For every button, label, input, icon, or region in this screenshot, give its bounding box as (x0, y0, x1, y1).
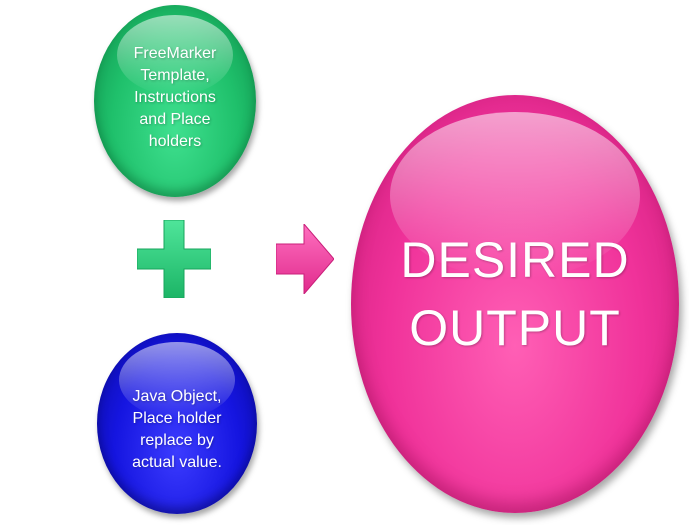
template-line: Instructions (134, 89, 216, 106)
java-object-line: Java Object, (132, 387, 222, 405)
template-line: holders (148, 133, 202, 150)
template-line: FreeMarker (133, 45, 217, 62)
output-circle: DESIRED OUTPUT (351, 95, 679, 513)
template-line: Template, (140, 67, 210, 84)
template-line: and Place (139, 111, 211, 128)
template-circle: FreeMarker Template, Instructions and Pl… (94, 5, 256, 197)
template-label: FreeMarker Template, Instructions and Pl… (134, 43, 217, 153)
java-object-label: Java Object, Place holder replace by act… (132, 386, 222, 474)
output-line: DESIRED (400, 232, 630, 288)
plus-icon (137, 220, 211, 298)
output-label: DESIRED OUTPUT (400, 226, 629, 362)
arrow-right-icon (276, 224, 334, 294)
java-object-line: Place holder (132, 409, 222, 427)
java-object-circle: Java Object, Place holder replace by act… (97, 333, 257, 514)
java-object-line: actual value. (132, 453, 222, 471)
java-object-line: replace by (140, 431, 214, 449)
output-line: OUTPUT (409, 300, 621, 356)
